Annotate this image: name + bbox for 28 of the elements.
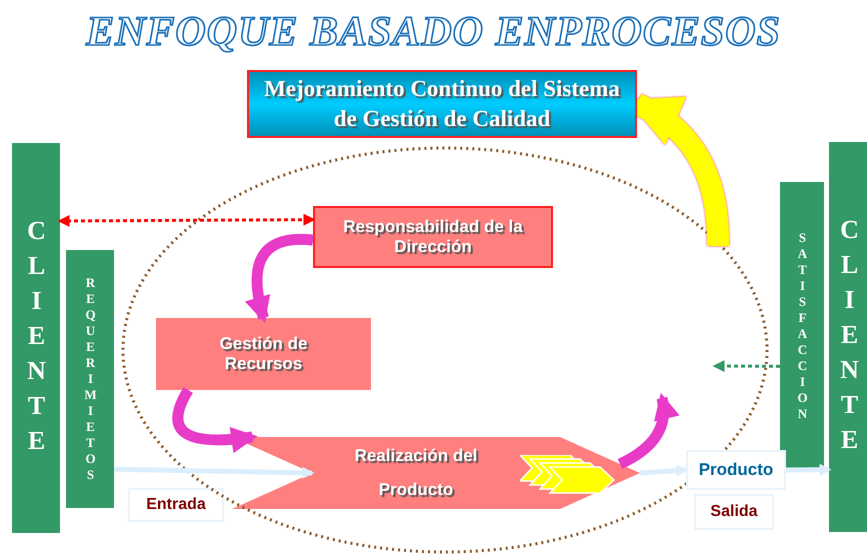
- io-label: Producto: [698, 460, 774, 480]
- arrow: [786, 464, 832, 476]
- side-band: [780, 182, 824, 470]
- side-band: [66, 250, 114, 508]
- node-label: Gestión de Recursos: [218, 334, 308, 374]
- io-box: [128, 488, 224, 522]
- improvement-box: [247, 70, 637, 138]
- output-box: [686, 450, 786, 490]
- arrow: [618, 392, 679, 469]
- node-label: Responsabilidad de la Dirección: [342, 217, 524, 257]
- arrow: [58, 214, 316, 227]
- node-label: Mejoramiento Continuo del Sistema de Gestión de Calidad: [263, 75, 621, 133]
- process-box: [313, 206, 553, 268]
- arrow: [640, 464, 688, 477]
- arrow: [114, 466, 314, 479]
- node-label: CLIENTE: [21, 216, 51, 460]
- io-label: Entrada: [146, 496, 206, 514]
- node-label: SATISFACCION: [794, 230, 810, 422]
- node-label: REQUERIMIETOS: [82, 275, 98, 483]
- customer-band: [12, 143, 60, 533]
- arrow: [172, 387, 258, 453]
- process-box: [156, 318, 371, 390]
- node-label: CLIENTE: [834, 214, 864, 460]
- customer-band: [829, 142, 867, 532]
- title: ENFOQUE BASADO ENPROCESOS: [84, 8, 782, 56]
- arrow: [245, 234, 314, 324]
- node-label: Realización del Producto: [354, 445, 478, 501]
- io-label: Salida: [710, 503, 758, 521]
